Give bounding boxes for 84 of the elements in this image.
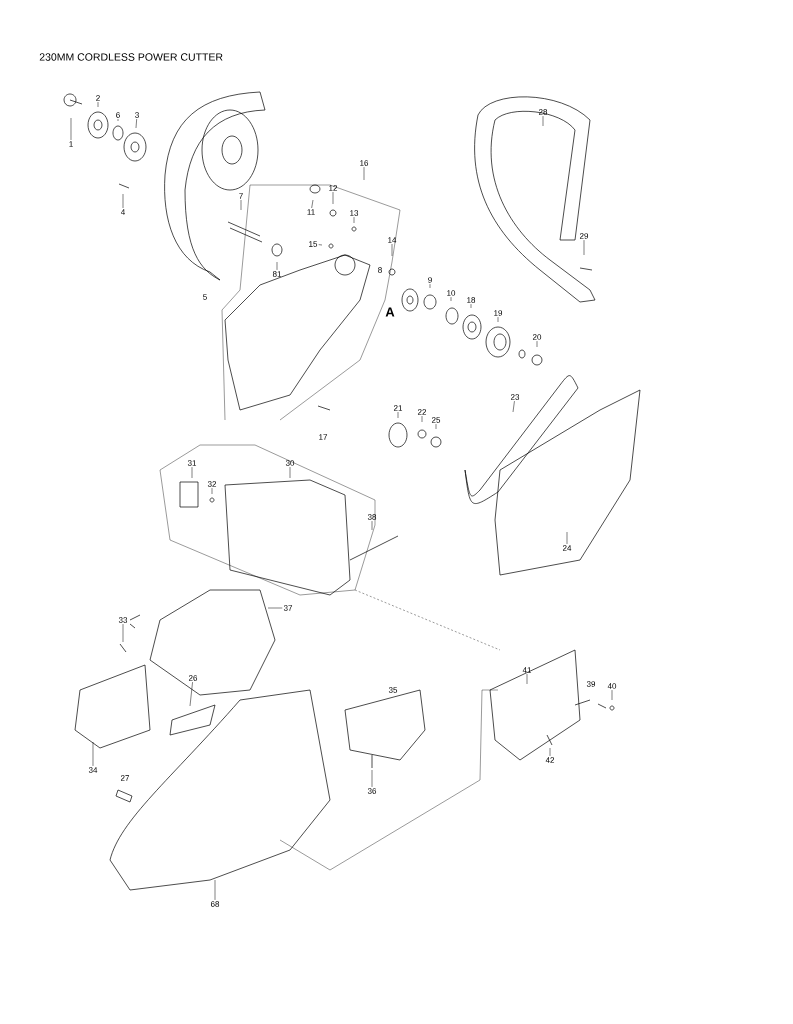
callout-number: 23 [510,394,520,400]
leader-line [397,411,399,419]
callout-number: 40 [607,683,617,689]
callout-number: 30 [285,460,295,466]
callout-number: 1 [69,141,73,147]
callout-number: 38 [367,514,377,520]
leader-line [566,531,568,545]
callout-number: 32 [207,481,217,487]
callout-number: 35 [388,687,398,693]
leader-line [526,673,528,685]
leader-line [214,879,216,901]
leader-line [289,466,291,479]
leader-line [267,607,283,609]
leader-line [318,244,323,246]
leader-line [583,239,585,256]
callout-number: 22 [417,409,427,415]
leader-line [70,117,72,141]
callout-number: 8 [378,267,382,273]
callout-number: 11 [307,209,315,215]
leader-line [429,283,431,289]
callout-number: 14 [388,237,397,243]
leader-line [391,243,393,257]
callout-number: 24 [562,545,572,551]
callout-number: 27 [120,775,130,781]
leader-line [189,681,193,707]
leader-line [332,191,334,205]
leader-line [122,623,124,643]
leader-line [191,466,193,479]
callout-number: 39 [586,681,596,687]
callout-number: 34 [88,767,98,773]
leader-line [435,423,437,430]
callout-number: 28 [538,109,548,115]
leader-line [135,118,137,129]
callout-number: 6 [116,112,120,118]
callout-number: 36 [367,788,377,794]
callout-number: 37 [283,605,293,611]
callout-number: 4 [120,209,125,215]
callout-number: 3 [135,112,139,118]
leader-line [421,415,423,423]
callout-number: 12 [329,185,338,191]
leader-line [470,303,472,309]
leader-line [549,747,551,757]
leader-line [211,487,213,495]
callout-number: 13 [350,210,359,216]
leader-line [512,400,515,413]
callout-number: 9 [428,277,432,283]
callout-number: 15 [309,241,318,247]
leader-line [122,193,124,209]
leader-line [97,101,99,108]
leader-line [497,316,499,323]
callout-number: 18 [467,297,476,303]
callout-number: 81 [272,271,282,277]
callout-number: 31 [187,460,197,466]
callout-number: 29 [579,233,589,239]
leader-line [611,689,613,701]
callout-number: 42 [545,757,555,763]
leader-line [276,261,278,271]
callout-number: 7 [239,193,243,199]
callout-number: 20 [532,334,542,340]
leader-line [371,769,373,788]
callout-number: 17 [319,434,328,440]
leader-line [363,166,365,181]
callout-number: 5 [203,294,207,300]
callout-number: 33 [118,617,128,623]
title: 230MM CORDLESS POWER CUTTER [39,53,223,61]
leader-line [536,340,538,348]
leader-line [117,118,119,122]
leader-line [92,741,94,767]
callout-number: 2 [96,95,100,101]
leader-line [450,296,452,302]
callout-number: 16 [360,160,369,166]
callout-number: 25 [431,417,441,423]
callout-number: 19 [494,310,503,316]
leader-line [240,199,242,211]
callout-number: 26 [188,675,198,681]
leader-line [353,216,355,224]
callout-number: 10 [447,290,456,296]
callout-number: 41 [522,667,532,673]
callout-number: 68 [210,901,220,907]
leader-line [311,199,314,209]
leader-line [542,115,544,127]
section-letter: A [385,307,395,317]
callout-number: 21 [393,405,403,411]
leader-line [371,520,373,531]
